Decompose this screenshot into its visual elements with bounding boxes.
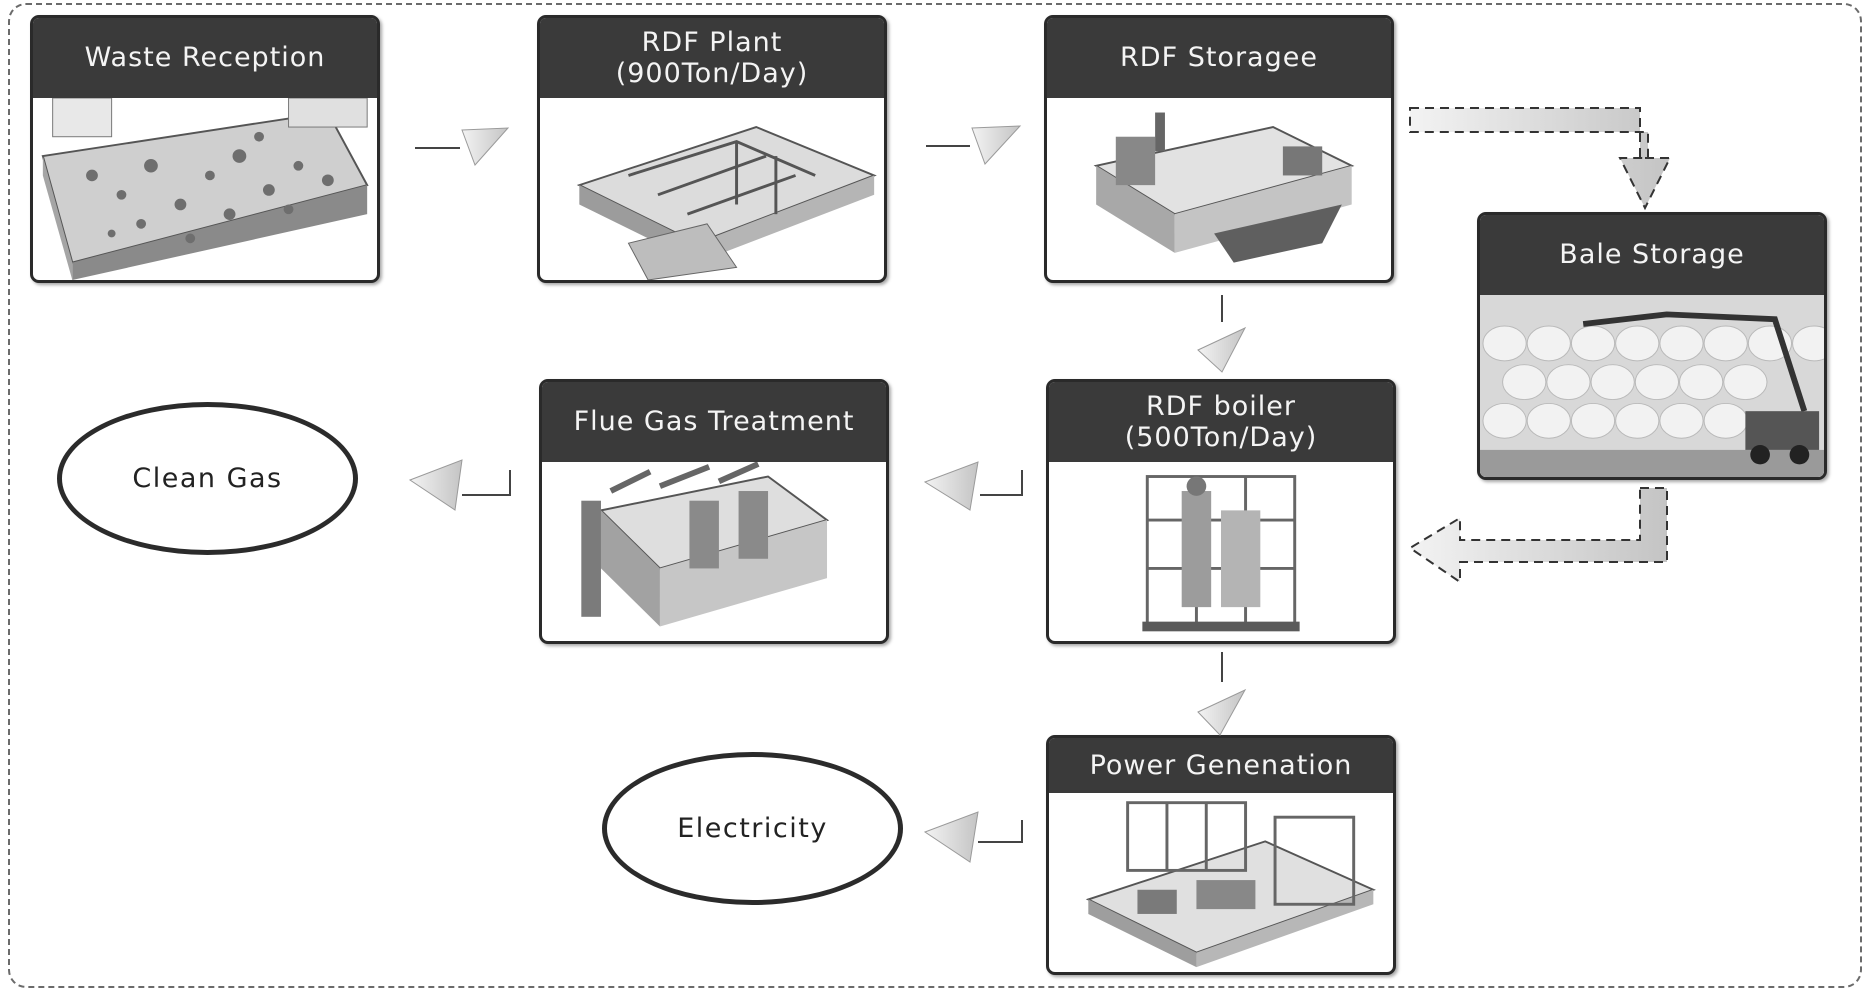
power-generation-label: Power Genenation [1089, 749, 1353, 781]
bale-storage-header: Bale Storage [1480, 215, 1824, 295]
flue-gas-illustration [542, 462, 886, 641]
rdf-plant-label: RDF Plant [641, 26, 783, 58]
rdf-boiler-label: RDF boiler [1145, 390, 1297, 422]
rdf-plant-header: RDF Plant (900Ton/Day) [540, 18, 884, 98]
waste-reception-label: Waste Reception [84, 42, 326, 74]
rdf-storage-header: RDF Storagee [1047, 18, 1391, 98]
bale-storage-photo [1480, 295, 1824, 477]
rdf-plant-box: RDF Plant (900Ton/Day) [537, 15, 887, 283]
flue-gas-treatment-label: Flue Gas Treatment [573, 406, 855, 438]
clean-gas-label: Clean Gas [132, 463, 283, 494]
electricity-output: Electricity [602, 752, 903, 905]
rdf-boiler-illustration [1049, 462, 1393, 641]
rdf-plant-capacity: (900Ton/Day) [615, 58, 809, 89]
rdf-storage-illustration [1047, 98, 1391, 280]
waste-reception-box: Waste Reception [30, 15, 380, 283]
waste-reception-header: Waste Reception [33, 18, 377, 98]
power-generation-box: Power Genenation [1046, 735, 1396, 975]
bale-storage-box: Bale Storage [1477, 212, 1827, 480]
electricity-label: Electricity [677, 813, 828, 844]
rdf-plant-illustration [540, 98, 884, 280]
rdf-storage-label: RDF Storagee [1120, 42, 1318, 74]
rdf-boiler-header: RDF boiler (500Ton/Day) [1049, 382, 1393, 462]
rdf-boiler-capacity: (500Ton/Day) [1124, 422, 1318, 453]
power-generation-illustration [1049, 793, 1393, 972]
power-generation-header: Power Genenation [1049, 738, 1393, 793]
rdf-boiler-box: RDF boiler (500Ton/Day) [1046, 379, 1396, 644]
flue-gas-treatment-box: Flue Gas Treatment [539, 379, 889, 644]
waste-pit-illustration [33, 98, 377, 280]
rdf-storage-box: RDF Storagee [1044, 15, 1394, 283]
clean-gas-output: Clean Gas [57, 402, 358, 555]
bale-storage-label: Bale Storage [1559, 239, 1745, 271]
dashed-outer-frame [8, 3, 1862, 988]
flue-gas-treatment-header: Flue Gas Treatment [542, 382, 886, 462]
